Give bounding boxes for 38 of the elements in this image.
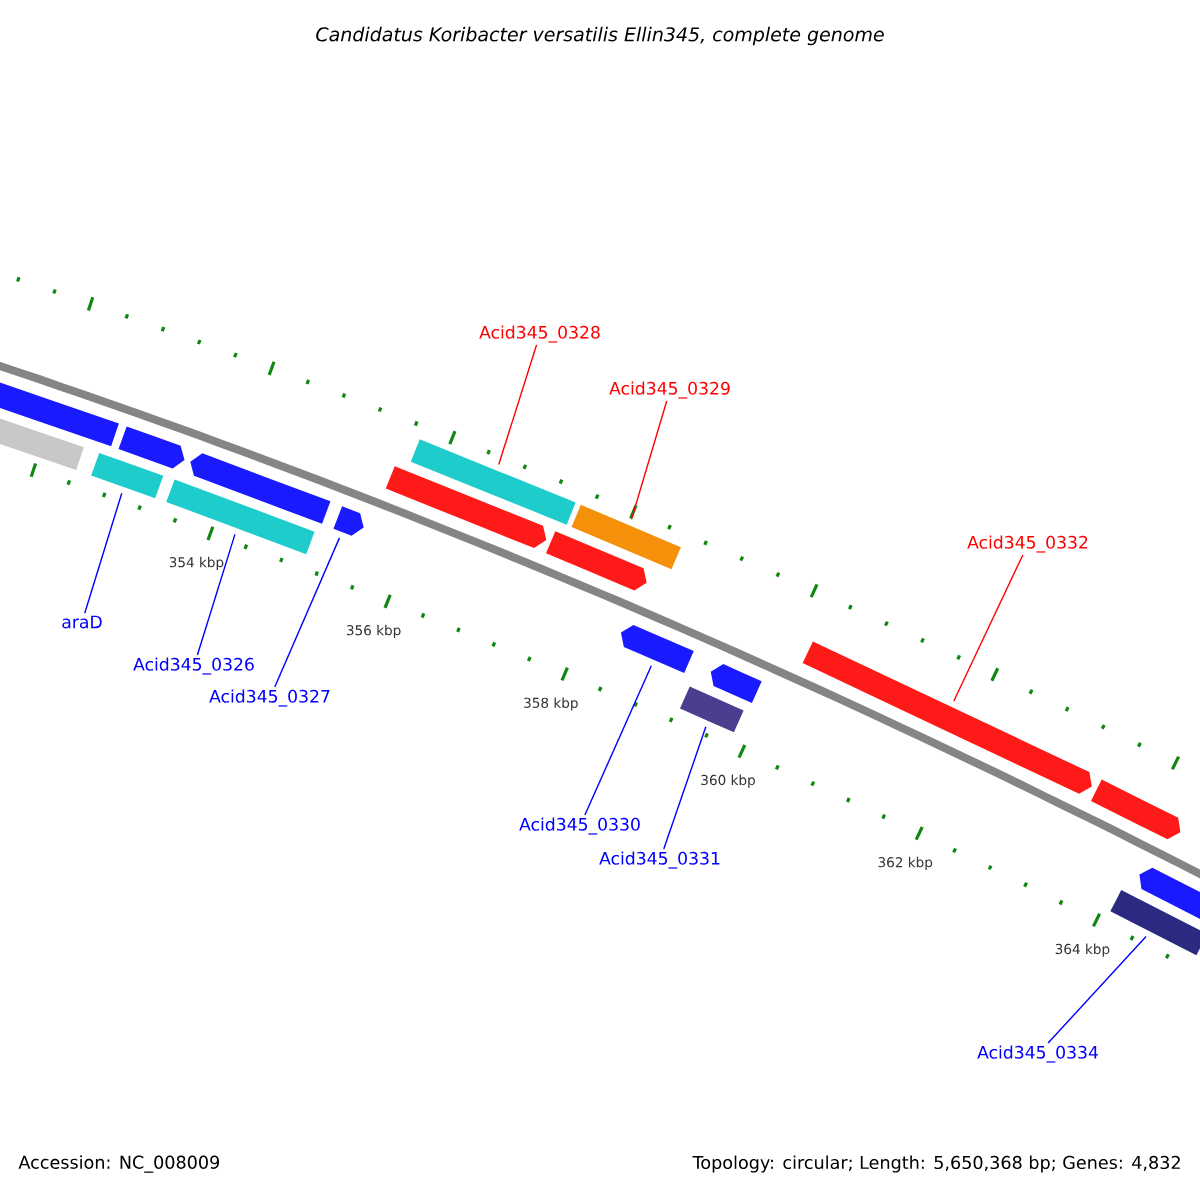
gene-block [620, 624, 694, 674]
gene-block [1090, 779, 1181, 840]
gene-label: Acid345_0329 [609, 381, 730, 399]
gene-block [118, 426, 185, 469]
gene-label: Acid345_0328 [479, 325, 600, 343]
gene-block [166, 479, 315, 555]
leader-line [196, 533, 236, 656]
gene-block [333, 506, 364, 536]
gene-block [91, 452, 164, 499]
leader-line [584, 665, 653, 816]
gene-block [190, 453, 331, 524]
leader-line [498, 344, 538, 466]
gene-label: Acid345_0332 [967, 535, 1088, 553]
gene-block [0, 379, 119, 447]
leader-line [1047, 935, 1147, 1044]
leader-line [953, 554, 1024, 702]
leader-line [274, 537, 341, 688]
gene-block [571, 504, 681, 570]
gene-block [1110, 889, 1200, 956]
gene-block [680, 686, 744, 733]
footer-text: Accession: NC_008009 [18, 1155, 219, 1173]
gene-block [802, 641, 1092, 794]
gene-label: Acid345_0330 [519, 817, 640, 835]
leader-line [84, 492, 123, 614]
gene-label: Acid345_0331 [599, 851, 720, 869]
title: Candidatus Koribacter versatilis Ellin345, complete genome [316, 26, 884, 46]
leader-line [630, 400, 668, 520]
gene-block [546, 531, 647, 591]
gene-label: Acid345_0334 [977, 1045, 1098, 1063]
gene-label: Acid345_0326 [133, 657, 254, 675]
gene-block [410, 439, 576, 525]
gene-label: Acid345_0327 [209, 689, 330, 707]
gene-label: araD [62, 615, 102, 629]
footer-text: Topology: circular; Length: 5,650,368 bp; Genes: 4,832 [692, 1155, 1180, 1173]
gene-block [710, 664, 762, 704]
leader-line [663, 726, 707, 850]
gene-block [1139, 867, 1200, 924]
gene-block [385, 466, 547, 549]
